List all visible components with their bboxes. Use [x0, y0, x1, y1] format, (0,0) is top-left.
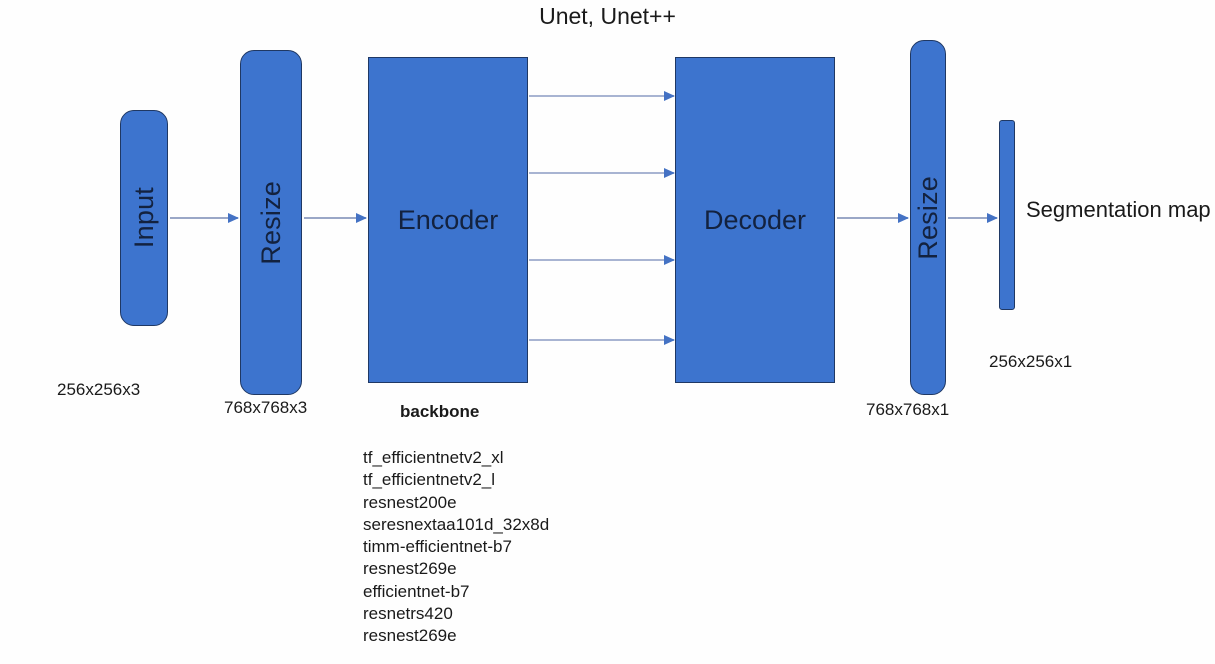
arrow-decoder-to-resize-icon — [837, 217, 908, 219]
backbone-list-item: resnest269e — [363, 559, 457, 579]
resize-output-block-label: Resize — [912, 175, 943, 260]
skip-connection-arrow-4-icon — [529, 339, 674, 341]
backbone-list-item: resnest269e — [363, 626, 457, 646]
backbone-list-item: tf_efficientnetv2_l — [363, 470, 495, 490]
skip-connection-arrow-2-icon — [529, 172, 674, 174]
arrow-resize-to-segmentation-icon — [948, 217, 997, 219]
backbone-heading: backbone — [400, 402, 480, 421]
skip-connection-arrow-1-icon — [529, 95, 674, 97]
encoder-block: Encoder — [368, 57, 528, 383]
input-block: Input — [120, 110, 168, 326]
arrow-resize-to-encoder-icon — [304, 217, 366, 219]
arrow-input-to-resize-icon — [170, 217, 238, 219]
skip-connection-arrow-3-icon — [529, 259, 674, 261]
resize-input-block: Resize — [240, 50, 302, 395]
segmentation-map-block — [999, 120, 1015, 310]
backbone-list-item: seresnextaa101d_32x8d — [363, 514, 550, 534]
decoder-block-label: Decoder — [703, 204, 807, 235]
diagram-title: Unet, Unet++ — [539, 3, 676, 29]
resize-output-dimension-label: 768x768x1 — [866, 400, 950, 419]
input-block-label: Input — [128, 187, 159, 249]
backbone-list-item: efficientnet-b7 — [363, 581, 470, 601]
decoder-block: Decoder — [675, 57, 835, 383]
resize-output-block: Resize — [910, 40, 946, 395]
backbone-list-item: resnest200e — [363, 492, 457, 512]
input-dimension-label: 256x256x3 — [57, 380, 141, 399]
resize-input-block-label: Resize — [255, 180, 286, 265]
resize-input-dimension-label: 768x768x3 — [224, 398, 308, 417]
encoder-block-label: Encoder — [397, 204, 499, 235]
backbone-list-item: tf_efficientnetv2_xl — [363, 448, 504, 467]
segmentation-map-dimension-label: 256x256x1 — [989, 352, 1073, 371]
segmentation-map-label: Segmentation map — [1026, 197, 1211, 222]
backbone-list-item: timm-efficientnet-b7 — [363, 537, 512, 557]
backbone-list-item: resnetrs420 — [363, 604, 453, 624]
